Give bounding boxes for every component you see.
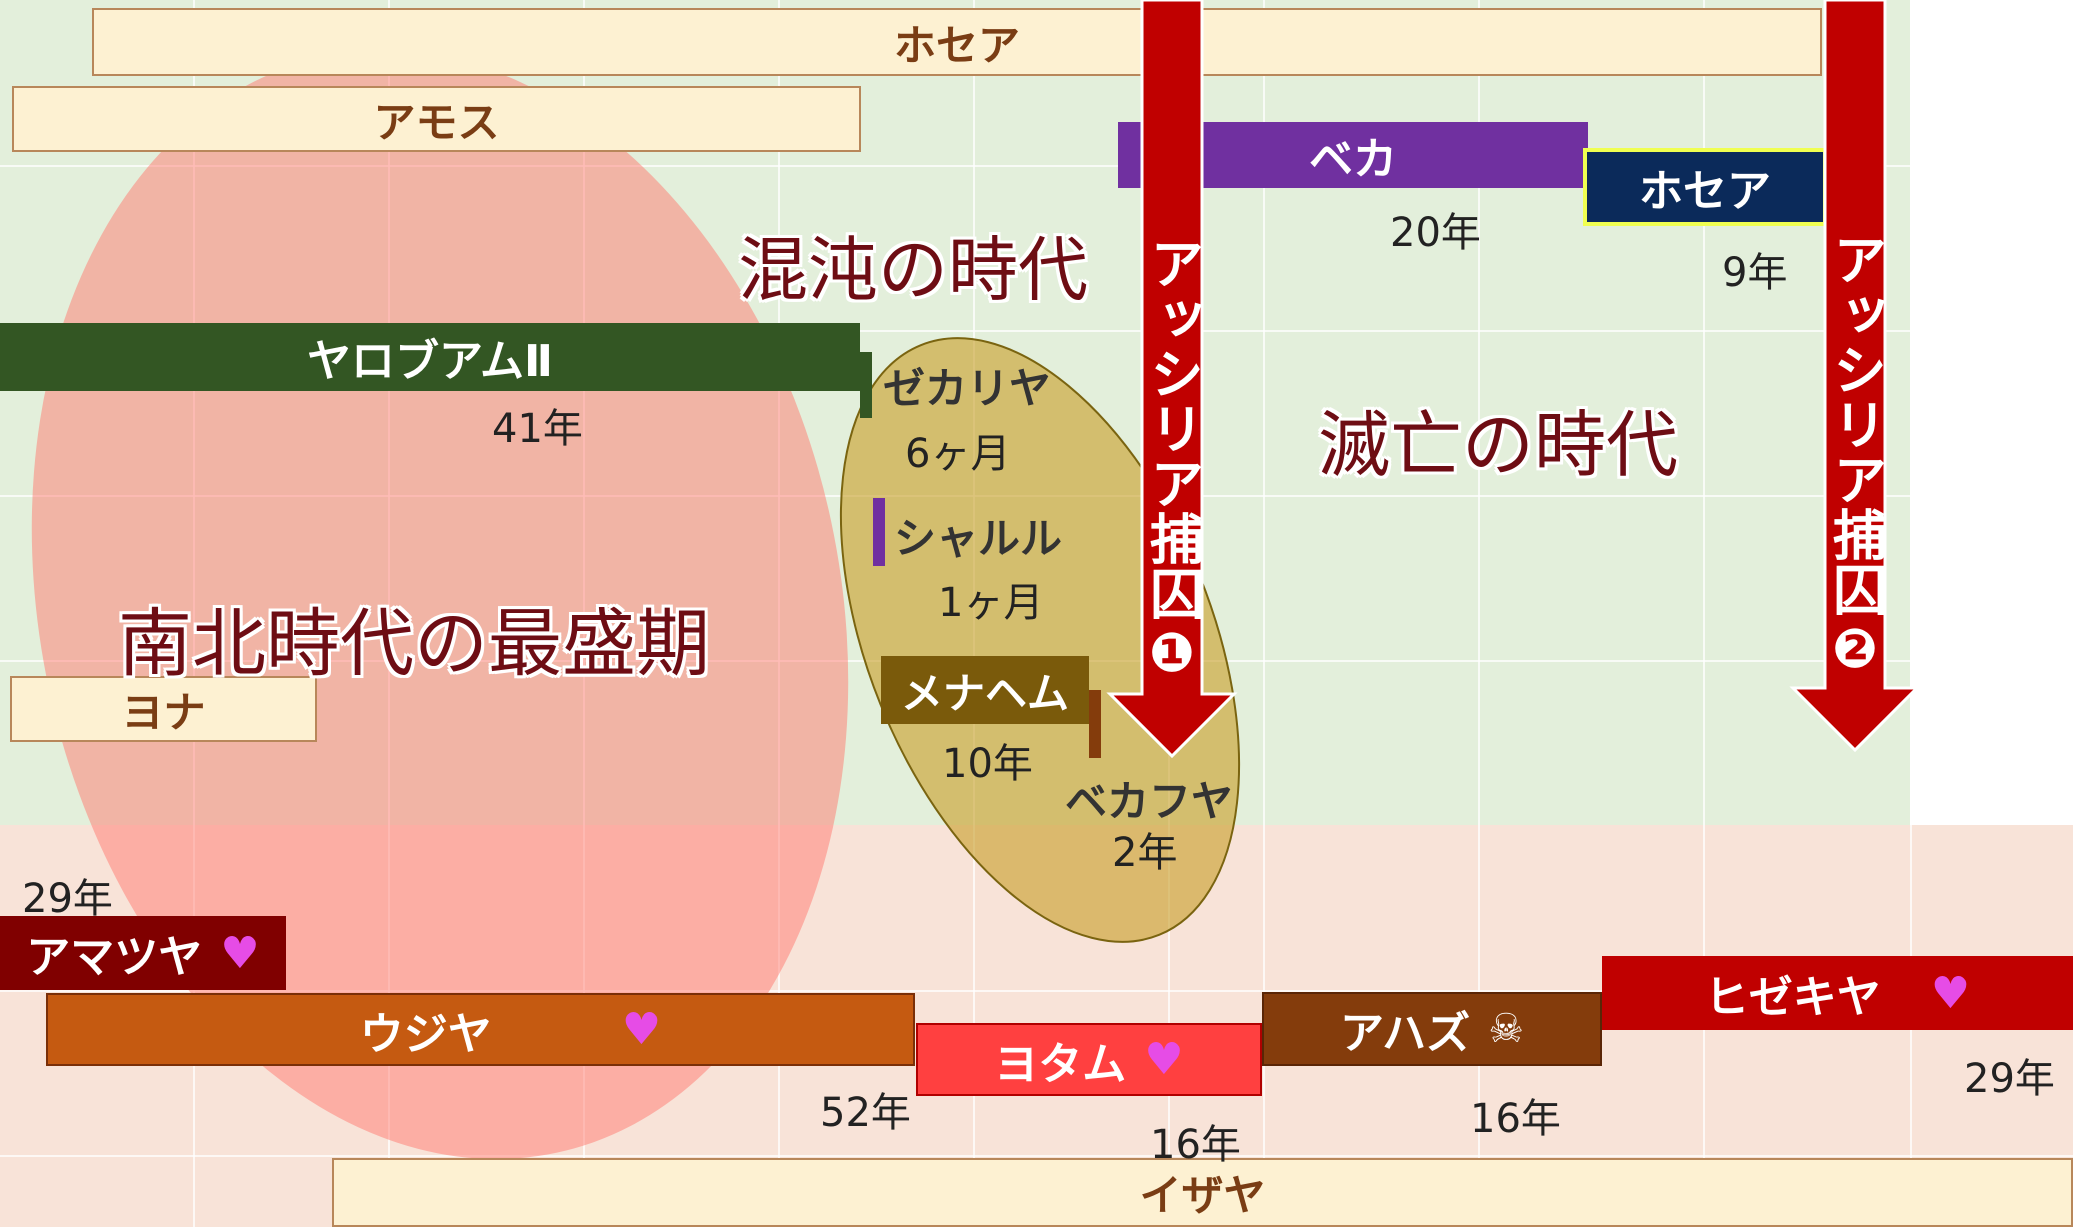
grid-line bbox=[1703, 0, 1705, 1227]
captivity-arrow-2 bbox=[1789, 0, 1921, 753]
king-bar-hoshea: ホセア bbox=[1587, 152, 1823, 222]
king-bar-jotham: ヨタム ♥ bbox=[916, 1023, 1262, 1096]
captivity-arrow-1 bbox=[1106, 0, 1238, 759]
prophet-label: アモス bbox=[373, 97, 500, 147]
heart-icon: ♥ bbox=[220, 927, 260, 979]
reign-length-hezekiah: 29年 bbox=[1964, 1056, 2055, 1102]
king-name: ベカ bbox=[1309, 134, 1397, 185]
grid-line bbox=[0, 1155, 2073, 1157]
captivity-label-1: アッシリア捕囚❶ bbox=[1140, 236, 1204, 685]
king-bar-ahaz: アハズ ☠ bbox=[1262, 992, 1602, 1066]
captivity-label-2: アッシリア捕囚❷ bbox=[1823, 232, 1887, 681]
grid-line bbox=[0, 330, 2073, 332]
king-name: アハズ bbox=[1339, 1008, 1471, 1059]
prophet-bar-hosea: ホセア bbox=[92, 8, 1822, 76]
prophet-bar-jonah: ヨナ bbox=[10, 676, 317, 742]
king-name-pekahiah: ベカフヤ bbox=[1065, 777, 1234, 826]
skull-icon: ☠ bbox=[1488, 1006, 1525, 1052]
reign-length-ahaz: 16年 bbox=[1470, 1096, 1561, 1142]
reign-length-pekah: 20年 bbox=[1390, 210, 1481, 256]
reign-length-zechariah: 6ヶ月 bbox=[905, 431, 1011, 477]
king-name-shallum: シャルル bbox=[894, 514, 1063, 563]
grid-line bbox=[1478, 0, 1480, 1227]
reign-length-uzziah: 52年 bbox=[820, 1090, 911, 1136]
prophet-bar-amos: アモス bbox=[12, 86, 861, 152]
king-bar-jeroboam: ヤロブアムⅡ bbox=[0, 323, 860, 391]
heart-icon: ♥ bbox=[1930, 967, 1971, 1019]
reign-length-jeroboam: 41年 bbox=[492, 406, 583, 452]
king-name: ホセア bbox=[1639, 166, 1771, 217]
prophet-label: ヨナ bbox=[121, 687, 206, 737]
heart-icon: ♥ bbox=[1144, 1034, 1184, 1085]
king-bar-pekahiah bbox=[1089, 690, 1101, 758]
era-label-fall: 滅亡の時代 bbox=[1318, 403, 1679, 487]
king-name-zechariah: ゼカリヤ bbox=[883, 364, 1052, 413]
reign-length-hoshea: 9年 bbox=[1722, 250, 1788, 296]
king-name: ヨタム bbox=[994, 1038, 1127, 1090]
reign-length-jotham: 16年 bbox=[1150, 1122, 1241, 1168]
prophet-label: イザヤ bbox=[1139, 1171, 1266, 1220]
king-name: ヒゼキヤ bbox=[1704, 972, 1881, 1023]
grid-line bbox=[0, 990, 2073, 992]
king-bar-shallum bbox=[873, 498, 885, 566]
grid-line bbox=[0, 165, 2073, 167]
prophet-label: ホセア bbox=[893, 20, 1020, 70]
reign-length-amaziah: 29年 bbox=[22, 876, 113, 922]
king-bar-hezekiah: ヒゼキヤ ♥ bbox=[1602, 956, 2073, 1030]
reign-length-pekahiah: 2年 bbox=[1112, 830, 1178, 876]
grid-line bbox=[1263, 0, 1265, 1227]
king-name: アマツヤ bbox=[26, 932, 203, 983]
king-name: メナヘム bbox=[900, 668, 1069, 718]
heart-icon: ♥ bbox=[621, 1004, 662, 1055]
prophet-bar-isaiah: イザヤ bbox=[332, 1158, 2073, 1227]
king-name: ウジヤ bbox=[359, 1008, 492, 1060]
king-bar-amaziah: アマツヤ ♥ bbox=[0, 916, 286, 990]
king-bar-menahem: メナヘム bbox=[881, 656, 1089, 724]
king-bar-uzziah: ウジヤ ♥ bbox=[46, 993, 915, 1066]
grid-line bbox=[1910, 0, 1912, 1227]
reign-length-menahem: 10年 bbox=[942, 741, 1033, 787]
era-label-chaos: 混沌の時代 bbox=[738, 229, 1088, 311]
reign-length-shallum: 1ヶ月 bbox=[938, 580, 1044, 626]
king-bar-zechariah bbox=[860, 352, 872, 418]
era-label-peak: 南北時代の最盛期 bbox=[118, 601, 710, 687]
king-name: ヤロブアムⅡ bbox=[307, 336, 553, 387]
